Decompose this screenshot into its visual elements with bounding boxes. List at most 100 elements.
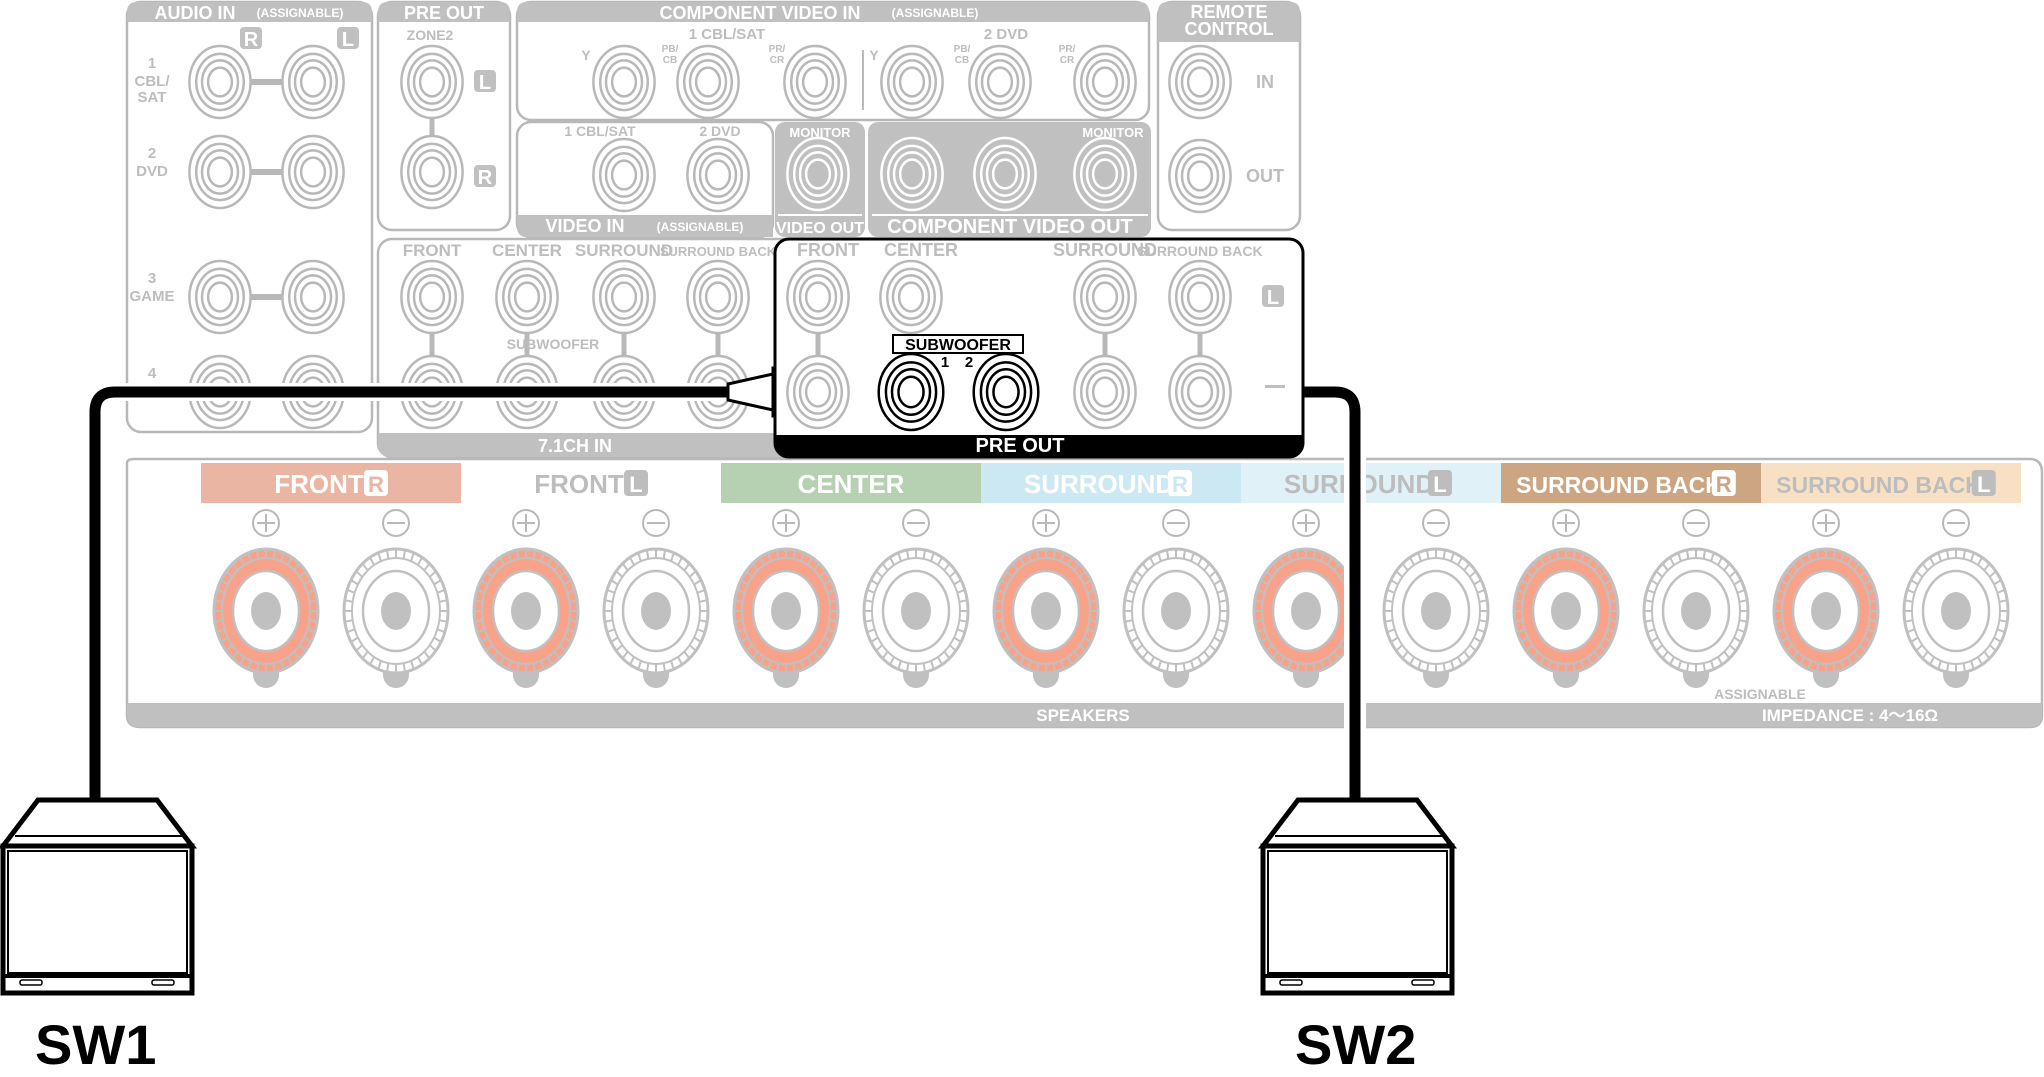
terminal-knurl: [1983, 562, 1991, 571]
jack-mid-ring: [886, 144, 938, 204]
jack-inner-ring: [798, 151, 838, 197]
jack-mid-ring: [1174, 362, 1226, 422]
subwoofer-foot: [19, 979, 43, 986]
terminal-knurl: [1791, 562, 1799, 571]
terminal-knurl: [1906, 628, 1916, 634]
channel-label: SURROUND BACK: [1776, 472, 1982, 498]
component-in-subtitle: (ASSIGNABLE): [892, 6, 979, 20]
terminal-knurl: [745, 644, 753, 652]
terminal-knurl: [1395, 570, 1403, 578]
terminal-knurl: [1915, 644, 1923, 652]
terminal-knurl: [1677, 552, 1682, 562]
terminal-knurl: [499, 656, 505, 666]
terminal-knurl: [1669, 656, 1675, 666]
jack-center: [1091, 158, 1119, 190]
terminal-knurl: [1739, 619, 1748, 623]
terminal-knurl: [344, 599, 353, 603]
terminal-knurl: [1807, 552, 1812, 562]
terminal-knurl: [1555, 549, 1560, 559]
jack-mid-ring: [692, 145, 744, 205]
terminal-knurl: [996, 628, 1006, 634]
terminal-knurl: [1702, 663, 1707, 673]
zone2-jack-r: [400, 134, 464, 210]
terminal-knurl: [1774, 619, 1783, 623]
jack-outer-ring: [968, 44, 1032, 120]
audio-in-name: DVD: [136, 163, 168, 180]
terminal-knurl: [1815, 663, 1820, 673]
terminal-knurl: [436, 588, 446, 594]
jack-mid-ring: [501, 267, 553, 327]
jack-mid-ring: [1079, 144, 1131, 204]
terminal-knurl: [423, 651, 431, 660]
component-in-group: 1 CBL/SAT: [689, 26, 765, 43]
terminal-knurl: [1655, 570, 1663, 578]
jack-mid-ring: [886, 52, 938, 112]
channel-band: [201, 463, 461, 503]
component-in-cr-label: CR: [1060, 55, 1075, 66]
jack-inner-ring: [980, 59, 1020, 105]
ch71-jack-top: [592, 259, 656, 335]
jack-mid-ring: [789, 52, 841, 112]
jack-center: [898, 66, 926, 98]
jack-mid-ring: [885, 267, 937, 327]
jack-outer-ring: [1168, 259, 1232, 335]
terminal-knurl: [615, 570, 623, 578]
terminal-knurl: [1904, 619, 1913, 623]
terminal-knurl: [889, 556, 895, 566]
terminal-knurl: [1989, 644, 1997, 652]
terminal-knurl: [1729, 570, 1737, 578]
jack-outer-ring: [188, 134, 252, 210]
jack-inner-ring: [688, 59, 728, 105]
terminal-knurl: [216, 628, 226, 634]
cable-2: [1195, 386, 1361, 800]
jack-outer-ring: [877, 352, 945, 432]
terminal-knurl: [1083, 579, 1092, 586]
component-in-pr-label: PR/: [769, 44, 786, 55]
subwoofer-top: [0, 797, 198, 849]
channel-band: [981, 463, 1241, 503]
terminal-knurl: [559, 570, 567, 578]
terminal-knurl: [1723, 562, 1731, 571]
jack-center: [1186, 376, 1214, 408]
terminal-knurl: [693, 579, 702, 586]
terminal-knurl: [689, 644, 697, 652]
terminal-ring: [1391, 557, 1481, 665]
terminal-knurl: [629, 556, 635, 566]
component-out-title: COMPONENT VIDEO OUT: [887, 216, 1133, 238]
audio-in-jack-r: [188, 259, 252, 335]
terminal-knurl: [943, 651, 951, 660]
terminal-knurl: [1450, 660, 1455, 670]
channel-side-label: L: [629, 472, 642, 497]
terminal-knurl: [1717, 556, 1723, 566]
subwoofer-cabinet: [1260, 843, 1455, 996]
terminal-knurl: [1996, 628, 2006, 634]
terminal-knurl: [480, 579, 489, 586]
terminal-knurl: [566, 628, 576, 634]
jack-mid-ring: [974, 52, 1026, 112]
terminal-knurl: [792, 663, 797, 673]
component-in-y-label: Y: [581, 47, 591, 63]
terminal-knurl: [767, 660, 772, 670]
terminal-knurl: [1079, 644, 1087, 652]
terminal-knurl: [1520, 636, 1529, 643]
terminal-knurl: [499, 556, 505, 566]
jack-mid-ring: [1079, 52, 1131, 112]
terminal-knurl: [1977, 556, 1983, 566]
terminal-knurl: [255, 549, 260, 559]
terminal-knurl: [1717, 656, 1723, 666]
channel-side-label: L: [1977, 472, 1990, 497]
jack-center: [694, 66, 722, 98]
terminal-knurl: [306, 588, 316, 594]
terminal-knurl: [1124, 619, 1133, 623]
terminal-knurl: [1027, 552, 1032, 562]
pre-out-r-stub: [1265, 385, 1285, 388]
jack-mid-ring: [692, 267, 744, 327]
terminal-knurl: [905, 549, 910, 559]
jack-mid-ring: [598, 267, 650, 327]
component-in-jack: [592, 44, 656, 120]
terminal-knurl: [436, 628, 446, 634]
terminal-knurl: [670, 660, 675, 670]
terminal-knurl: [272, 663, 277, 673]
jack-outer-ring: [879, 259, 943, 335]
terminal-knurl: [377, 660, 382, 670]
